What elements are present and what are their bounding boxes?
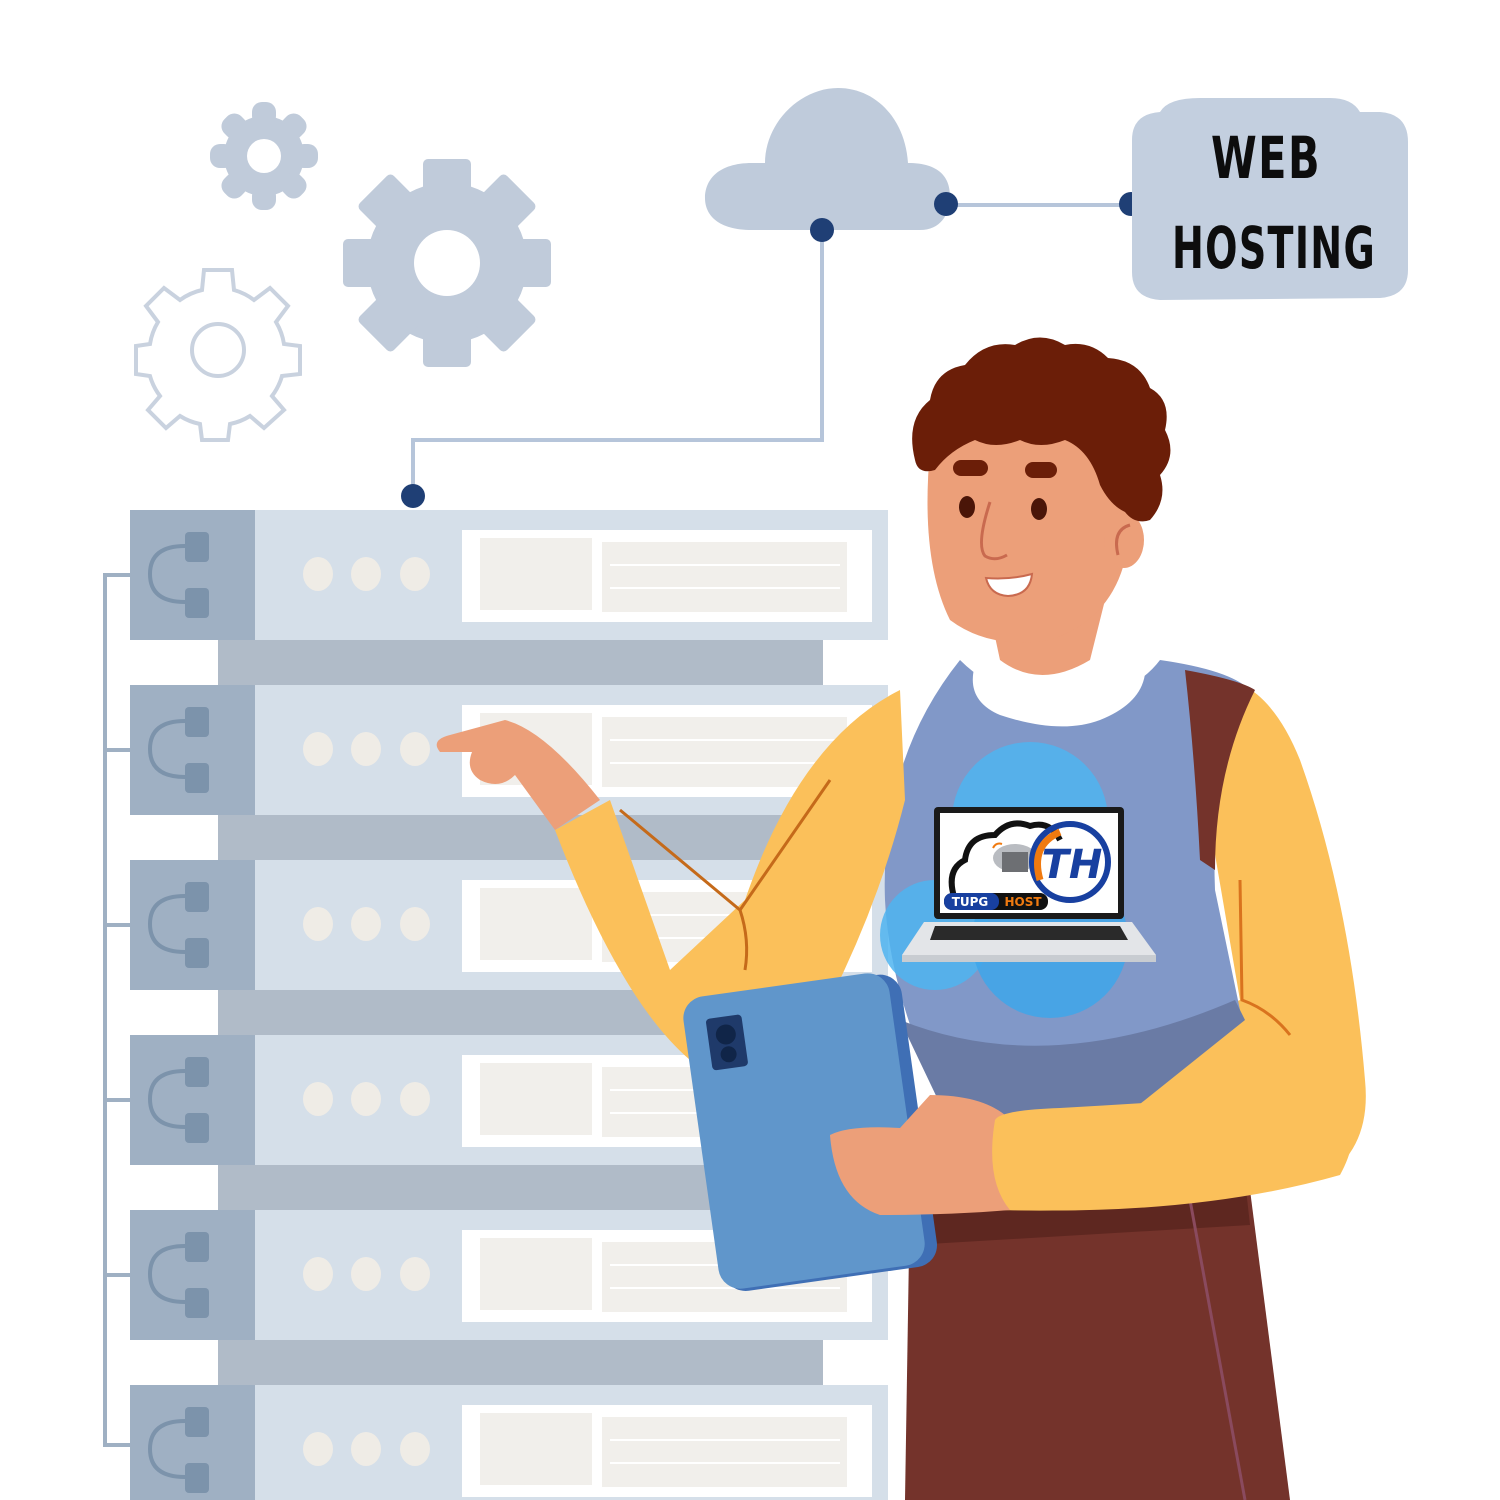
head xyxy=(912,337,1171,675)
logo-brand-right: HOST xyxy=(1004,895,1042,909)
gear-large-icon xyxy=(343,159,551,367)
holding-hand xyxy=(830,1095,1010,1215)
badge-line-2: HOSTING xyxy=(1172,214,1376,282)
hair xyxy=(912,337,1171,522)
logo-monogram: TH xyxy=(1042,842,1103,888)
pointing-hand xyxy=(436,720,600,830)
web-hosting-badge: WEB HOSTING xyxy=(1132,98,1408,300)
logo-brand-left: TUPG xyxy=(952,895,989,909)
collar xyxy=(972,656,1146,727)
connector-lines xyxy=(411,203,1130,496)
character: TH TUPG HOST xyxy=(436,337,1366,1500)
pants xyxy=(905,1180,1290,1500)
cloud-icon xyxy=(705,88,950,230)
server-unit-1 xyxy=(128,508,890,687)
server-unit-6 xyxy=(128,1383,890,1500)
left-sleeve xyxy=(555,690,905,1060)
gear-outline-icon xyxy=(134,268,302,442)
server-rack-icon xyxy=(103,508,890,1500)
gear-small-icon xyxy=(210,102,318,210)
laptop-logo-icon: TH TUPG HOST xyxy=(902,807,1156,962)
badge-line-1: WEB xyxy=(1211,124,1321,192)
